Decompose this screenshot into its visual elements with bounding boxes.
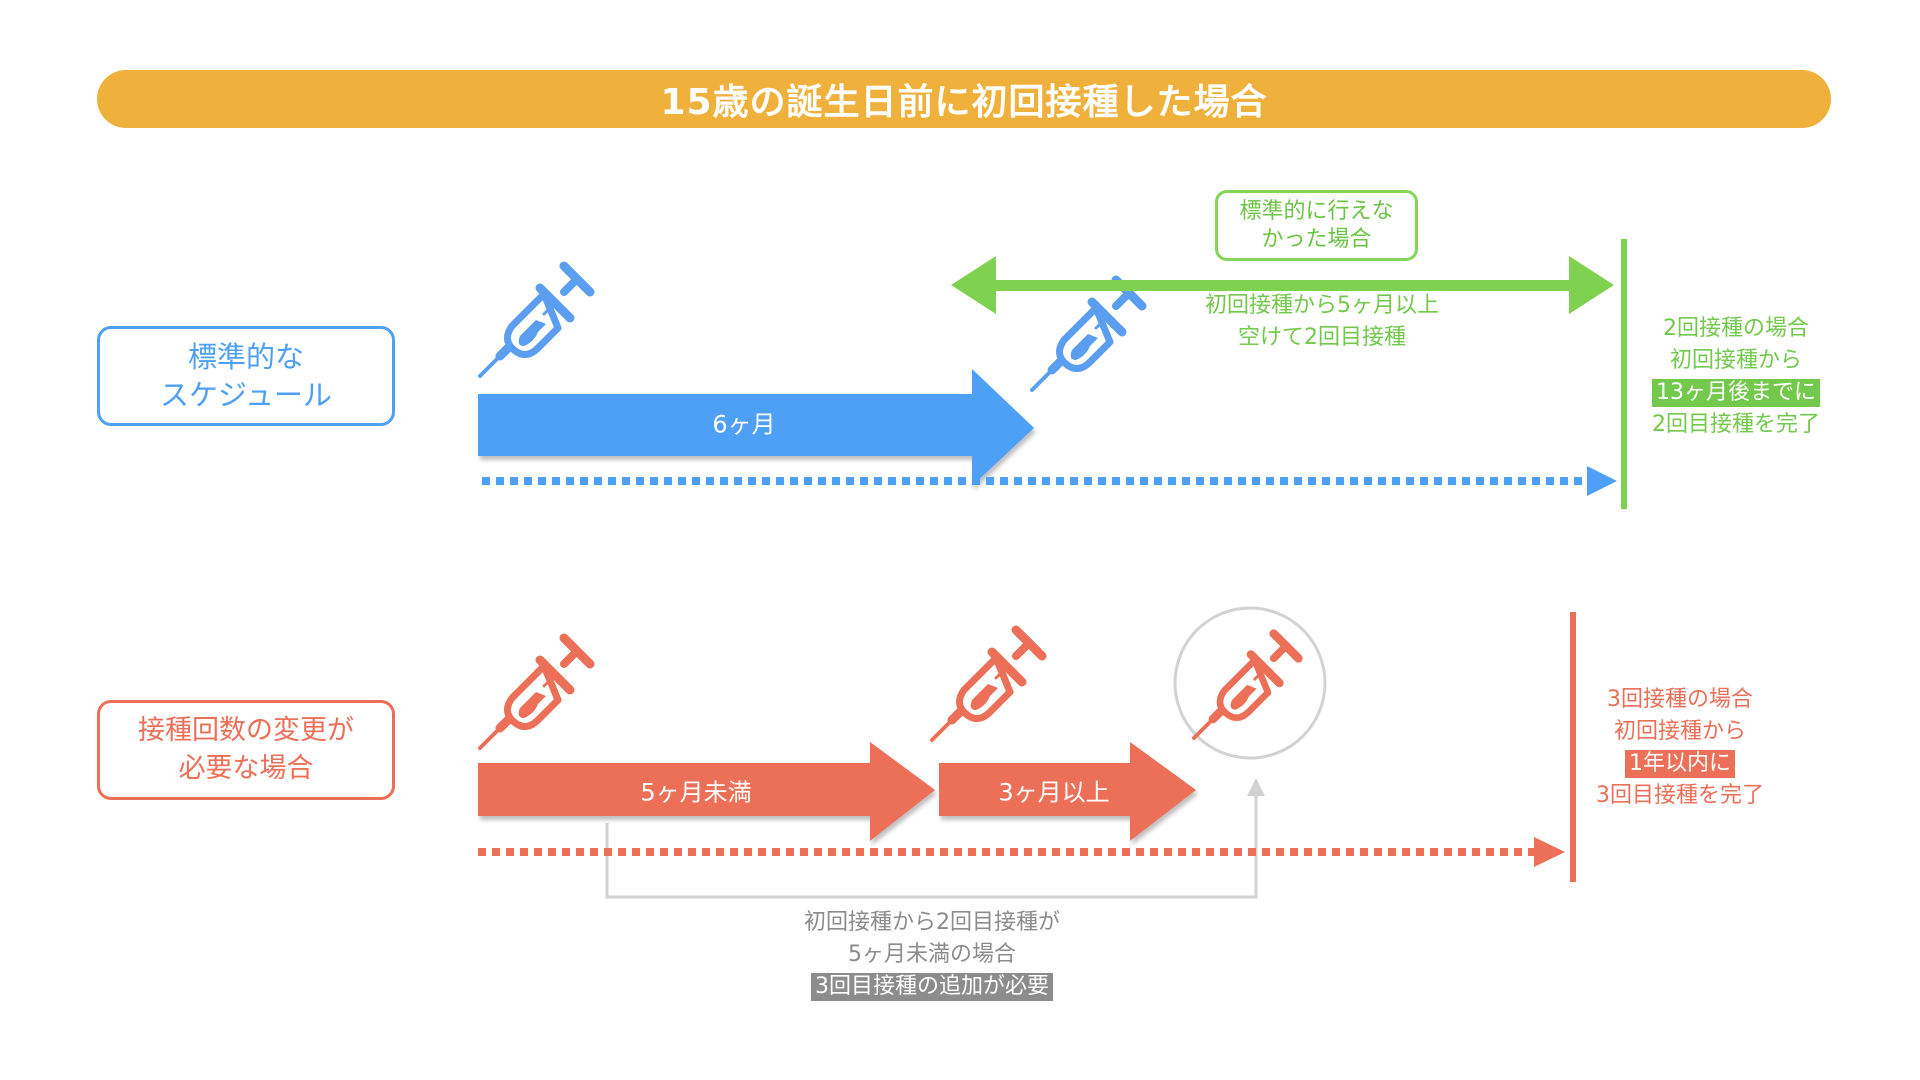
page-title: 15歳の誕生日前に初回接種した場合 [660, 82, 1268, 123]
alternative-window-arrow [951, 256, 1614, 314]
six-month-label: 6ヶ月 [712, 410, 776, 439]
alternative-case-box: 標準的に行えな かった場合 [1215, 190, 1418, 261]
six-month-arrow [478, 369, 1034, 486]
syringe-icon [932, 630, 1042, 740]
deadline-line: 2回接種の場合 [1663, 316, 1809, 341]
three-dose-deadline-line [1570, 612, 1576, 882]
under-five-month-label: 5ヶ月未満 [640, 778, 752, 807]
syringe-icon [1032, 280, 1142, 390]
bracket-highlight: 3回目接種の追加が必要 [811, 973, 1053, 1001]
deadline-line: 初回接種から [1669, 348, 1802, 373]
alternative-note-line: 初回接種から5ヶ月以上 [1205, 293, 1439, 318]
two-dose-deadline-note: 2回接種の場合 初回接種から 13ヶ月後までに 2回目接種を完了 [1652, 313, 1820, 441]
deadline-highlight: 1年以内に [1625, 750, 1735, 778]
bracket-arrowhead [1247, 778, 1265, 796]
title-banner: 15歳の誕生日前に初回接種した場合 [97, 70, 1831, 128]
deadline-line: 2回目接種を完了 [1652, 412, 1820, 437]
deadline-line: 初回接種から [1613, 719, 1746, 744]
bracket-note-line: 5ヶ月未満の場合 [848, 942, 1016, 967]
alternative-note: 初回接種から5ヶ月以上 空けて2回目接種 [1205, 290, 1439, 354]
changed-count-label-text: 接種回数の変更が 必要な場合 [138, 715, 354, 784]
alternative-case-text: 標準的に行えな かった場合 [1239, 198, 1394, 252]
standard-schedule-label-text: 標準的な スケジュール [160, 340, 332, 412]
additional-dose-circle [1173, 606, 1327, 760]
three-dose-deadline-note: 3回接種の場合 初回接種から 1年以内に 3回目接種を完了 [1596, 684, 1764, 812]
three-month-plus-label: 3ヶ月以上 [998, 778, 1110, 807]
under-five-month-arrow [478, 742, 935, 841]
standard-schedule-label: 標準的な スケジュール [97, 326, 395, 426]
deadline-line: 3回接種の場合 [1607, 687, 1753, 712]
two-dose-deadline-line [1621, 239, 1627, 509]
syringe-icon [1194, 634, 1299, 739]
syringe-icon [480, 266, 590, 376]
alternative-note-line: 空けて2回目接種 [1238, 325, 1406, 350]
standard-timeline-dotted-arrow [482, 466, 1617, 496]
bracket-note-line: 初回接種から2回目接種が [804, 910, 1060, 935]
changed-count-label: 接種回数の変更が 必要な場合 [97, 700, 395, 800]
deadline-highlight: 13ヶ月後までに [1652, 379, 1820, 407]
under-five-month-bracket [605, 788, 1258, 899]
three-month-plus-arrow [939, 742, 1196, 841]
bracket-note: 初回接種から2回目接種が 5ヶ月未満の場合 3回目接種の追加が必要 [804, 907, 1060, 1003]
changed-timeline-dotted-arrow [478, 837, 1565, 867]
deadline-line: 3回目接種を完了 [1596, 783, 1764, 808]
syringe-icon [480, 638, 590, 748]
